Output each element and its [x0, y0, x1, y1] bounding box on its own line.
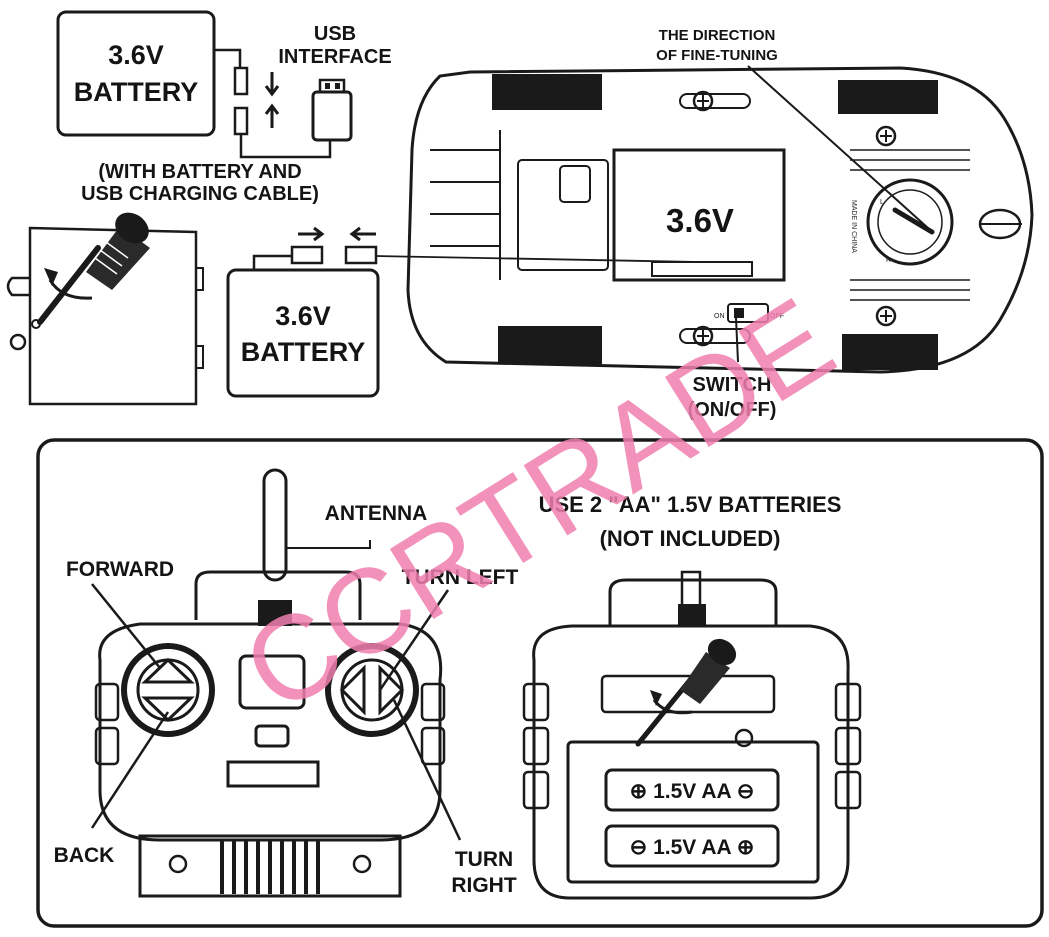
turn-right-label-1: TURN [455, 848, 513, 871]
batteries-note-2: (NOT INCLUDED) [600, 526, 781, 551]
turn-right-label-2: RIGHT [451, 874, 517, 897]
battery-compartment-icon: ⊕ 1.5V AA ⊖ ⊖ 1.5V AA ⊕ [522, 570, 862, 900]
switch-off-small: OFF [770, 313, 784, 320]
back-label: BACK [54, 844, 115, 867]
battery-mid-voltage: 3.6V [275, 301, 331, 331]
battery-top-label: BATTERY [74, 77, 199, 107]
remote-control-icon [94, 468, 446, 898]
with-battery-label-2: USB CHARGING CABLE) [81, 183, 319, 205]
usb-label-2: INTERFACE [278, 46, 391, 68]
battery-top-icon: 3.6V BATTERY [56, 10, 216, 137]
fine-tuning-dial-icon: L R [866, 178, 954, 266]
switch-on-small: ON [714, 313, 725, 320]
turn-left-label: TURN LEFT [402, 566, 519, 589]
car-icon: 3.6V L R MADE IN CHINA ON OFF [406, 66, 1034, 374]
screwdriver-icon [37, 212, 150, 325]
with-battery-label-1: (WITH BATTERY AND [98, 161, 301, 183]
usb-label-1: USB [314, 23, 356, 45]
dial-l-label: L [880, 199, 884, 206]
battery-mid-label: BATTERY [241, 337, 366, 367]
switch-icon: ON OFF [714, 303, 784, 323]
remote-panel-frame [36, 438, 1044, 928]
usb-cable-icon [214, 48, 332, 159]
fine-tuning-label-1: THE DIRECTION [659, 27, 776, 44]
battery-mid-icon: 3.6V BATTERY [226, 226, 701, 398]
fine-tuning-label-2: OF FINE-TUNING [656, 47, 778, 64]
switch-label-2: (ON/OFF) [688, 399, 777, 421]
car-battery-label: 3.6V [666, 202, 734, 239]
forward-label: FORWARD [66, 558, 174, 581]
usb-plug-icon [311, 78, 353, 142]
switch-label-1: SWITCH [693, 374, 772, 396]
aa-cell-2-label: ⊖ 1.5V AA ⊕ [630, 836, 755, 859]
dial-r-label: R [886, 257, 891, 264]
made-in-china-label: MADE IN CHINA [850, 200, 857, 253]
batteries-note-1: USE 2 "AA" 1.5V BATTERIES [539, 492, 842, 517]
battery-top-voltage: 3.6V [108, 40, 164, 70]
aa-cell-1-label: ⊕ 1.5V AA ⊖ [630, 780, 755, 803]
antenna-label: ANTENNA [325, 502, 428, 525]
